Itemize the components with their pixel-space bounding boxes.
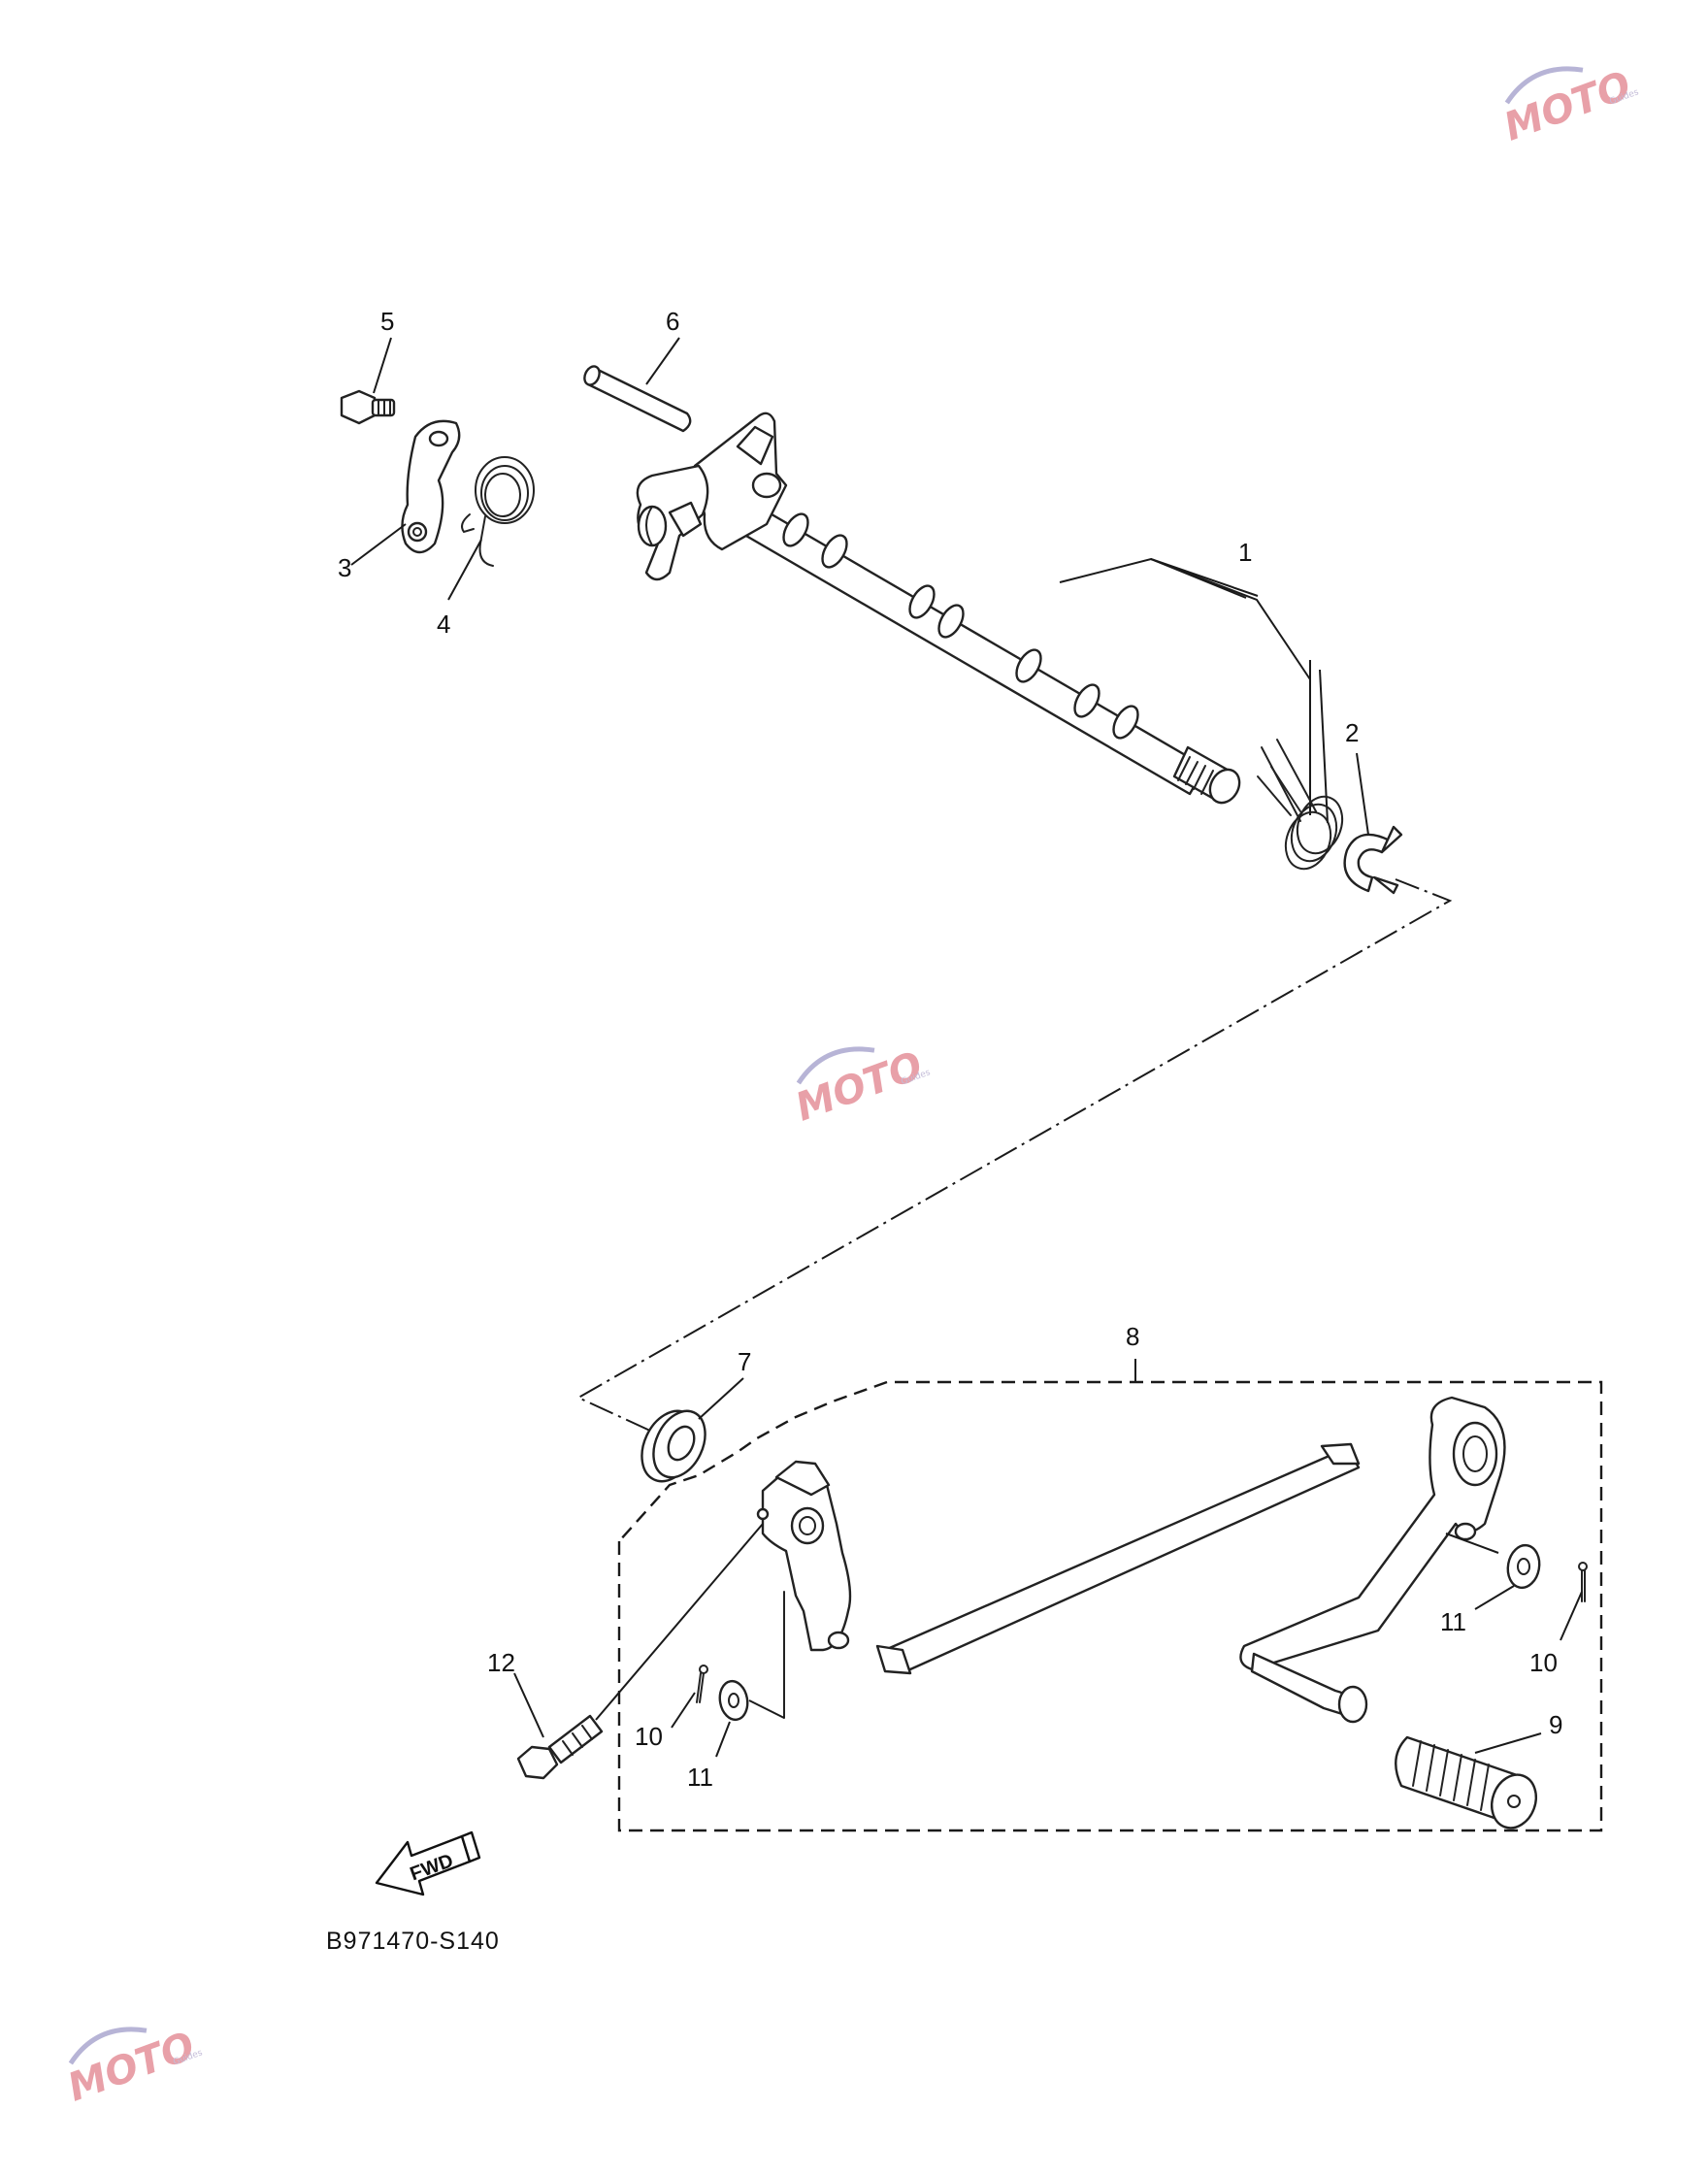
- watermark-logo-bottom-left: MOTO Guides: [62, 2024, 204, 2110]
- part-5-bolt: [340, 389, 396, 425]
- part-6-pin: [583, 365, 692, 433]
- part-11-washer-right: [1506, 1543, 1541, 1590]
- part-8-shift-pedal-arm: [1239, 1396, 1506, 1724]
- centerline: [575, 878, 1453, 1455]
- part-12-pinch-bolt: [516, 1714, 604, 1780]
- leader-5: [373, 337, 392, 394]
- callout-12: 12: [487, 1648, 515, 1677]
- callout-11-left: 11: [687, 1763, 713, 1792]
- part-4-torsion-spring: [461, 456, 535, 567]
- callout-2: 2: [1345, 718, 1359, 747]
- callout-4: 4: [437, 610, 450, 639]
- callout-10-left: 10: [635, 1722, 663, 1751]
- diagram-code: B971470-S140: [326, 1928, 500, 1955]
- part-8-shift-lever-clamp: [756, 1460, 852, 1719]
- fwd-arrow-icon: FWD: [375, 1830, 481, 1896]
- leader-4: [447, 539, 482, 601]
- callout-10-right: 10: [1529, 1648, 1558, 1677]
- part-3-stopper-lever: [401, 419, 461, 554]
- watermark-logo-center: MOTO Guides: [790, 1043, 932, 1130]
- callout-6: 6: [666, 307, 679, 336]
- part-1-shift-shaft: [636, 412, 1241, 805]
- leader-11-left-b: [748, 1699, 785, 1719]
- leader-7: [698, 1377, 744, 1420]
- callout-11-right: 11: [1440, 1607, 1466, 1636]
- leader-1-bracket: [1059, 557, 1311, 680]
- part-1-return-spring: [1257, 739, 1344, 871]
- leader-12-axis: [595, 1523, 764, 1721]
- leader-2: [1356, 752, 1369, 836]
- part-8-shift-rod: [875, 1442, 1361, 1675]
- leader-12: [513, 1672, 544, 1738]
- watermark-logo-top-right: MOTO Guides: [1498, 63, 1640, 149]
- part-7-oil-seal: [640, 1409, 706, 1483]
- part-9-rubber-footpeg: [1395, 1735, 1537, 1830]
- callout-5: 5: [380, 307, 394, 336]
- leader-11-right: [1474, 1585, 1515, 1610]
- callout-8: 8: [1126, 1322, 1139, 1351]
- part-2-circlip: [1343, 825, 1403, 895]
- leader-6: [645, 337, 680, 385]
- leader-11-right-b: [1445, 1533, 1499, 1554]
- leader-1d: [1319, 669, 1329, 824]
- leader-3: [350, 523, 407, 566]
- watermark-brand: MOTO: [790, 1043, 929, 1130]
- callout-3: 3: [338, 553, 351, 582]
- leader-10-left: [671, 1692, 696, 1729]
- part-11-washer-left: [718, 1679, 749, 1722]
- leader-11-left: [715, 1721, 731, 1758]
- watermark-brand: MOTO: [62, 2024, 201, 2110]
- callout-7: 7: [738, 1347, 751, 1376]
- part-10-cotter-pin-right: [1578, 1562, 1588, 1602]
- watermark-brand: MOTO: [1498, 63, 1637, 149]
- callout-9: 9: [1549, 1710, 1562, 1739]
- leader-1b: [1150, 558, 1259, 597]
- leader-9: [1474, 1732, 1542, 1754]
- part-8-boundary: [617, 1380, 1603, 1832]
- callout-1: 1: [1238, 538, 1252, 567]
- leader-10-right: [1560, 1591, 1583, 1641]
- part-10-cotter-pin-left: [696, 1665, 708, 1703]
